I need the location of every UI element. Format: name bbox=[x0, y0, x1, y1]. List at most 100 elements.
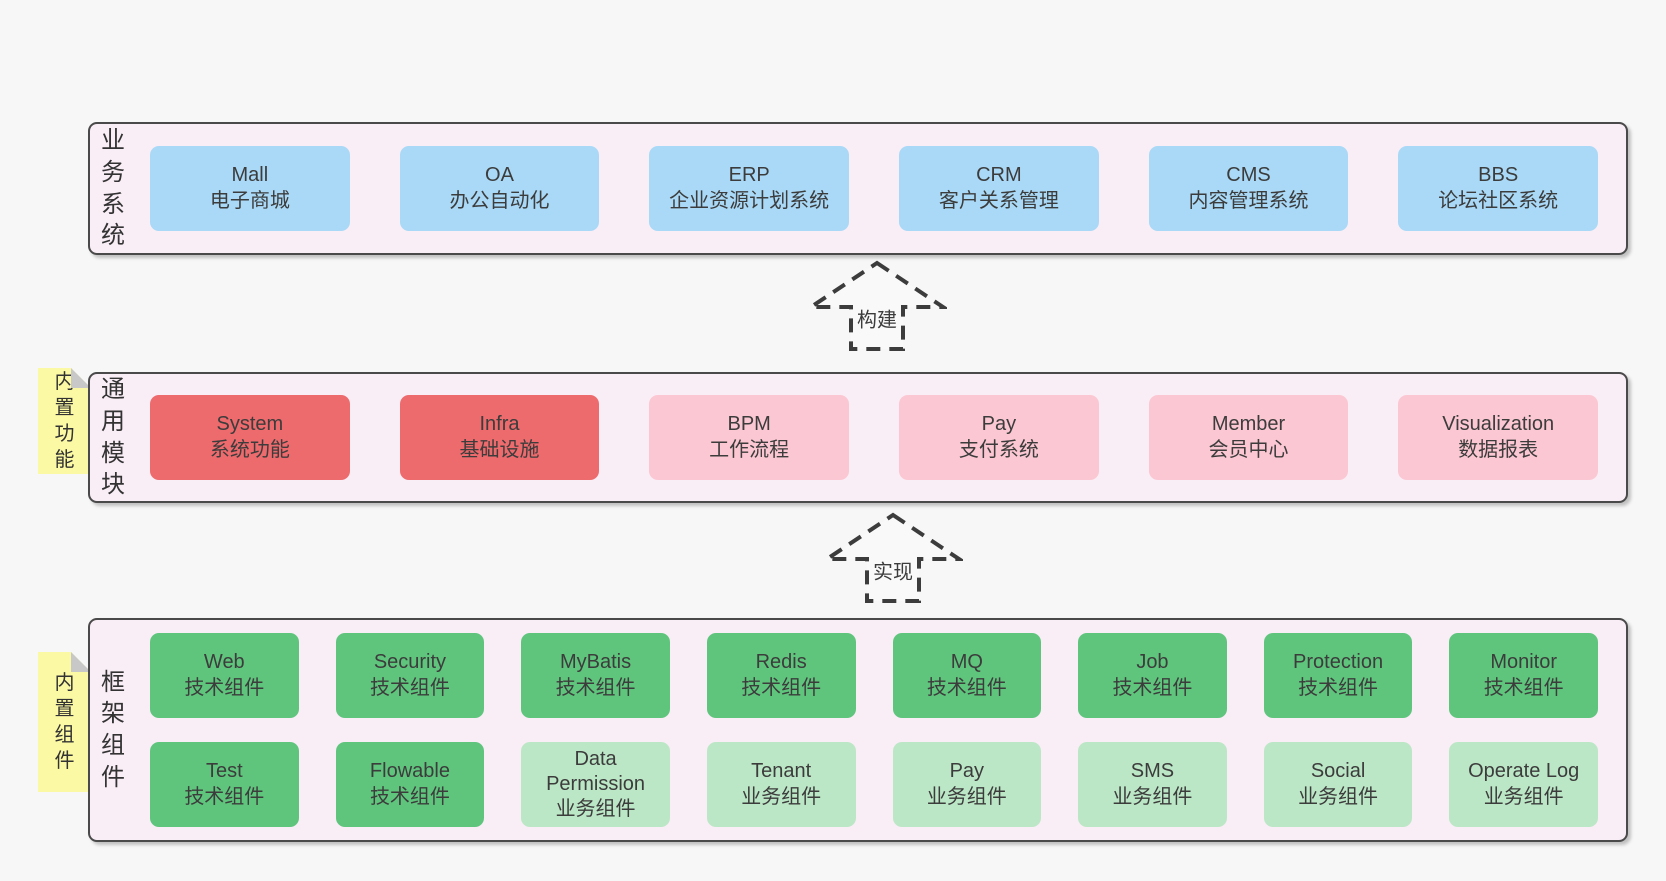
box-title: OA bbox=[485, 164, 514, 187]
box-subtitle: 业务组件 bbox=[555, 798, 636, 821]
box-subtitle: 业务组件 bbox=[926, 785, 1007, 808]
box-title: Job bbox=[1136, 651, 1169, 674]
layer-label-wrap: 通用模块 bbox=[90, 374, 136, 501]
box-title: Member bbox=[1211, 413, 1286, 436]
box-subtitle: 技术组件 bbox=[1483, 676, 1564, 699]
box-subtitle: 技术组件 bbox=[1112, 676, 1193, 699]
box-title: Social bbox=[1310, 760, 1366, 783]
box-title: MQ bbox=[950, 651, 983, 674]
box-title: BBS bbox=[1478, 164, 1519, 187]
box-title: Monitor bbox=[1490, 651, 1558, 674]
box-subtitle: 技术组件 bbox=[184, 676, 265, 699]
build-arrow-label: 构建 bbox=[855, 303, 899, 333]
business-systems-label: 业务系统 bbox=[101, 127, 125, 250]
box-title: Pay bbox=[949, 760, 985, 783]
box-subtitle: 业务组件 bbox=[1112, 785, 1193, 808]
box-subtitle: 技术组件 bbox=[926, 676, 1007, 699]
box-subtitle: 业务组件 bbox=[1483, 785, 1564, 808]
implement-arrow-label: 实现 bbox=[871, 555, 915, 585]
box-title: Protection bbox=[1293, 651, 1384, 674]
box-subtitle: 数据报表 bbox=[1458, 438, 1539, 461]
box-title: Web bbox=[203, 651, 245, 674]
box-title: Pay bbox=[981, 413, 1017, 436]
box-title: BPM bbox=[727, 413, 771, 436]
box-title: Security bbox=[373, 651, 447, 674]
box-subtitle: 工作流程 bbox=[709, 438, 790, 461]
builtin-features-note-text: 内置功能 bbox=[54, 371, 75, 471]
box-subtitle: 会员中心 bbox=[1208, 438, 1289, 461]
box-title: Visualization bbox=[1442, 413, 1555, 436]
implement-arrow: 实现 bbox=[823, 512, 963, 604]
box-title: ERP bbox=[728, 164, 770, 187]
box-title: MyBatis bbox=[560, 651, 632, 674]
box-subtitle: 基础设施 bbox=[459, 438, 540, 461]
box-title: Mall bbox=[231, 164, 269, 187]
box-title: CRM bbox=[976, 164, 1022, 187]
box-subtitle: 内容管理系统 bbox=[1188, 189, 1309, 212]
box-subtitle: 支付系统 bbox=[958, 438, 1039, 461]
box-title: Test bbox=[205, 760, 243, 783]
build-arrow: 构建 bbox=[807, 260, 947, 352]
box-subtitle: 技术组件 bbox=[555, 676, 636, 699]
box-subtitle: 系统功能 bbox=[209, 438, 290, 461]
box-title: SMS bbox=[1130, 760, 1175, 783]
box-subtitle: 技术组件 bbox=[369, 785, 450, 808]
box-subtitle: 业务组件 bbox=[741, 785, 822, 808]
box-title: Redis bbox=[755, 651, 807, 674]
box-subtitle: 办公自动化 bbox=[449, 189, 550, 212]
box-title: Operate Log bbox=[1468, 760, 1580, 783]
common-modules-label: 通用模块 bbox=[101, 376, 125, 499]
builtin-components-note: 内置组件 bbox=[38, 652, 91, 792]
box-subtitle: 客户关系管理 bbox=[938, 189, 1059, 212]
layer-label-wrap: 业务系统 bbox=[90, 124, 136, 253]
box-subtitle: 论坛社区系统 bbox=[1438, 189, 1559, 212]
builtin-components-note-text: 内置组件 bbox=[54, 672, 75, 772]
box-subtitle: 技术组件 bbox=[741, 676, 822, 699]
layer-label-wrap: 框架组件 bbox=[90, 620, 136, 840]
builtin-features-note: 内置功能 bbox=[38, 368, 91, 474]
box-title: Infra bbox=[479, 413, 520, 436]
framework-components-label: 框架组件 bbox=[101, 668, 125, 791]
box-subtitle: 技术组件 bbox=[1298, 676, 1379, 699]
box-title: Tenant bbox=[751, 760, 812, 783]
box-subtitle: 企业资源计划系统 bbox=[669, 189, 830, 212]
box-title: CMS bbox=[1226, 164, 1271, 187]
box-title: Data Permission bbox=[546, 747, 646, 795]
box-title: System bbox=[216, 413, 284, 436]
box-title: Flowable bbox=[369, 760, 450, 783]
